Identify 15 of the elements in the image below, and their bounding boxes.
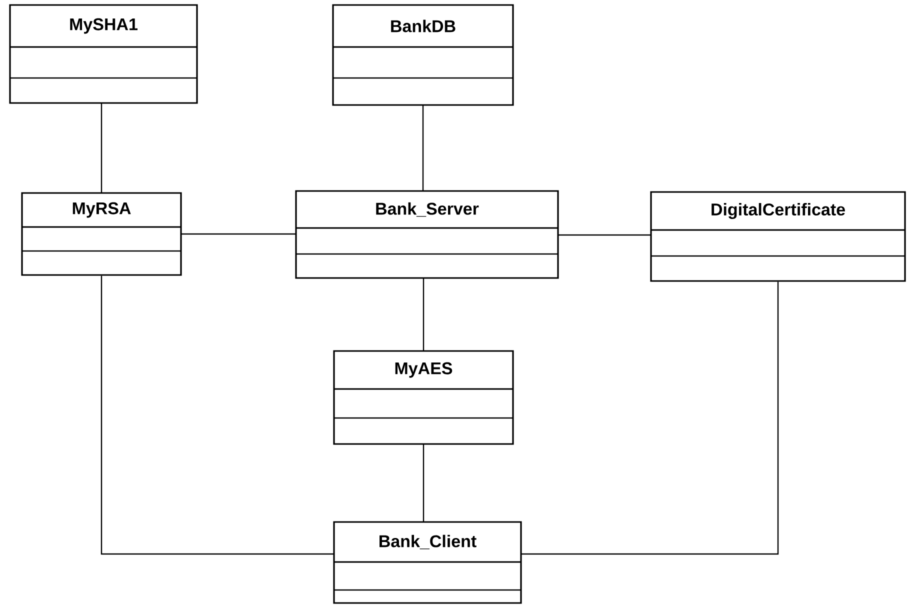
class-box: MyAES — [333, 350, 514, 445]
class-box: DigitalCertificate — [650, 191, 906, 282]
association-line — [521, 282, 779, 555]
class-box: MyRSA — [21, 192, 182, 276]
association-line — [422, 444, 424, 522]
association-line — [100, 276, 334, 555]
class-box: MySHA1 — [9, 4, 198, 104]
class-box: Bank_Client — [333, 521, 522, 604]
class-box: Bank_Server — [295, 190, 559, 279]
association-line — [100, 103, 102, 193]
class-box: BankDB — [332, 4, 514, 106]
association-line — [422, 278, 424, 351]
association-line — [181, 233, 296, 235]
association-line — [558, 234, 651, 236]
association-line — [422, 105, 424, 191]
